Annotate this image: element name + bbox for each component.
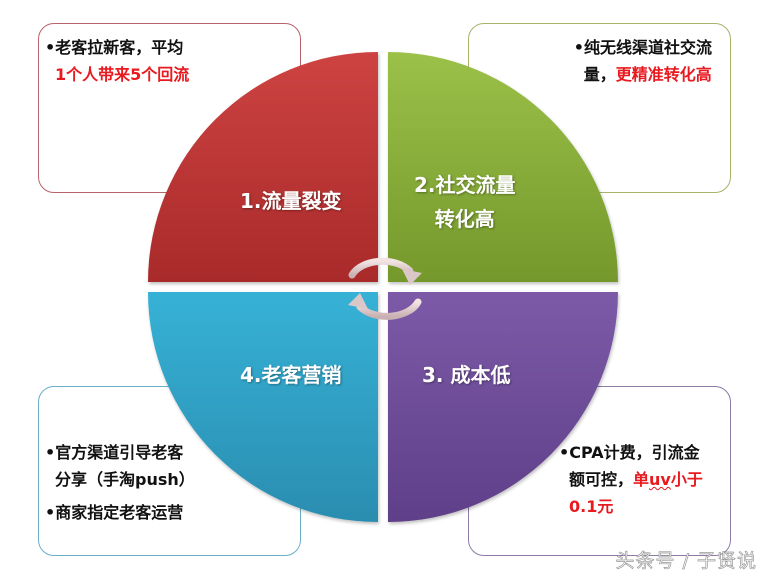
quadrant-label-line: 2.社交流量 <box>414 173 516 197</box>
quadrant-label: 4.老客营销 <box>240 363 342 387</box>
callout-text: •纯无线渠道社交流 量，更精准转化高 <box>574 34 712 88</box>
callout-line: •CPA计费，引流金 <box>559 443 700 462</box>
cycle-circle: 1.流量裂变 2.社交流量 转化高 3. 成本低 4.老客营销 <box>148 52 618 522</box>
callout-text: •官方渠道引导老客 分享（手淘push） •商家指定老客运营 <box>45 439 195 526</box>
callout-line: •老客拉新客，平均 <box>45 38 184 57</box>
cycle-arrow-bottom-icon <box>348 293 422 320</box>
quadrant-label: 1.流量裂变 <box>240 189 342 213</box>
callout-line: •商家指定老客运营 <box>45 503 184 522</box>
cycle-arrows-icon <box>348 257 422 320</box>
quadrant-social-traffic: 2.社交流量 转化高 <box>388 52 618 282</box>
callout-highlight: 单 <box>633 470 650 489</box>
callout-line: •纯无线渠道社交流 <box>573 38 712 57</box>
callout-highlight-uv: uv <box>649 470 671 489</box>
callout-highlight: 0.1元 <box>569 497 614 516</box>
quadrant-label: 2.社交流量 转化高 <box>414 168 516 236</box>
callout-text: •CPA计费，引流金 额可控，单uv小于 0.1元 <box>559 439 703 520</box>
callout-line-prefix: 额可控， <box>569 470 634 489</box>
watermark: 头条号 / 子贤说 <box>615 550 757 573</box>
callout-line-prefix: 量， <box>583 65 616 84</box>
cycle-arrow-top-icon <box>348 257 422 285</box>
callout-line: 分享（手淘push） <box>55 470 195 489</box>
quadrant-label-line: 转化高 <box>434 207 495 231</box>
callout-highlight: 小于 <box>670 470 703 489</box>
callout-highlight: 1个人带来5个回流 <box>55 65 190 84</box>
callout-highlight: 更精准转化高 <box>615 65 712 84</box>
quadrant-label: 3. 成本低 <box>422 363 511 387</box>
callout-line: •官方渠道引导老客 <box>45 443 184 462</box>
callout-text: •老客拉新客，平均 1个人带来5个回流 <box>45 34 189 88</box>
